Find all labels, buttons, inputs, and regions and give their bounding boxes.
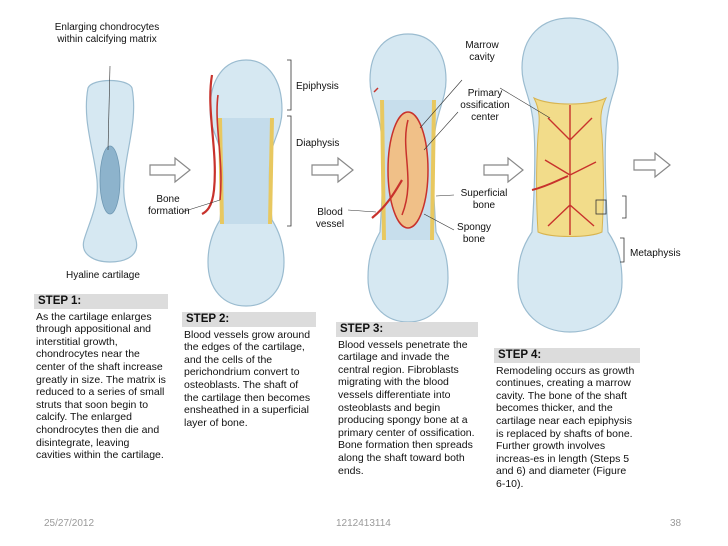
diaphysis-brace bbox=[287, 115, 292, 227]
step-4-block: STEP 4: Remodeling occurs as growth cont… bbox=[494, 348, 640, 491]
label-metaphysis: Metaphysis bbox=[630, 248, 681, 259]
label-hyaline-cartilage: Hyaline cartilage bbox=[66, 270, 140, 281]
stage-4-bone bbox=[499, 17, 627, 333]
step-2-block: STEP 2: Blood vessels grow around the ed… bbox=[182, 312, 316, 429]
stage-1-cartilage-model bbox=[82, 65, 138, 263]
footer-date: 25/27/2012 bbox=[44, 518, 95, 529]
arrow-icon bbox=[483, 156, 524, 184]
step-3-block: STEP 3: Blood vessels penetrate the cart… bbox=[336, 322, 478, 477]
stage-2-cartilage bbox=[181, 59, 285, 307]
footer-id: 1212413114 bbox=[336, 518, 391, 529]
step-2-heading: STEP 2: bbox=[182, 312, 316, 327]
step-1-block: STEP 1: As the cartilage enlarges throug… bbox=[34, 294, 168, 462]
epiphysis-brace bbox=[287, 59, 292, 111]
step-4-text: Remodeling occurs as growth continues, c… bbox=[496, 364, 635, 490]
label-marrow-cavity: Marrow cavity bbox=[465, 40, 499, 63]
metaphysis-brace bbox=[620, 237, 625, 263]
label-enlarging-chondrocytes: Enlarging chondrocytes within calcifying… bbox=[54, 22, 160, 45]
label-blood-vessel: Blood vessel bbox=[315, 207, 345, 230]
step-1-text: As the cartilage enlarges through apposi… bbox=[36, 310, 166, 462]
penetrating-vessel bbox=[371, 179, 403, 219]
step-1-heading: STEP 1: bbox=[34, 294, 168, 309]
calcifying-center bbox=[99, 145, 121, 215]
step-3-text: Blood vessels penetrate the cartilage an… bbox=[338, 338, 475, 477]
page-number: 38 bbox=[670, 518, 682, 529]
label-spongy-bone: Spongy bone bbox=[457, 222, 491, 245]
step-4-heading: STEP 4: bbox=[494, 348, 640, 363]
label-epiphysis: Epiphysis bbox=[296, 81, 339, 92]
label-bone-formation: Bone formation bbox=[148, 194, 190, 217]
arrow-icon bbox=[149, 156, 191, 184]
arrow-icon bbox=[311, 156, 354, 184]
bone-collar-right bbox=[268, 117, 274, 225]
label-primary-ossification-center: Primary ossification center bbox=[460, 88, 510, 123]
arrow-icon bbox=[633, 151, 671, 179]
leader-enlarging bbox=[107, 65, 111, 151]
stage-3-cartilage bbox=[347, 33, 463, 323]
label-superficial-bone: Superficial bone bbox=[460, 188, 508, 211]
blood-vessel bbox=[201, 74, 216, 215]
label-diaphysis: Diaphysis bbox=[296, 138, 340, 149]
step-3-heading: STEP 3: bbox=[336, 322, 478, 337]
step-2-text: Blood vessels grow around the edges of t… bbox=[184, 328, 311, 429]
